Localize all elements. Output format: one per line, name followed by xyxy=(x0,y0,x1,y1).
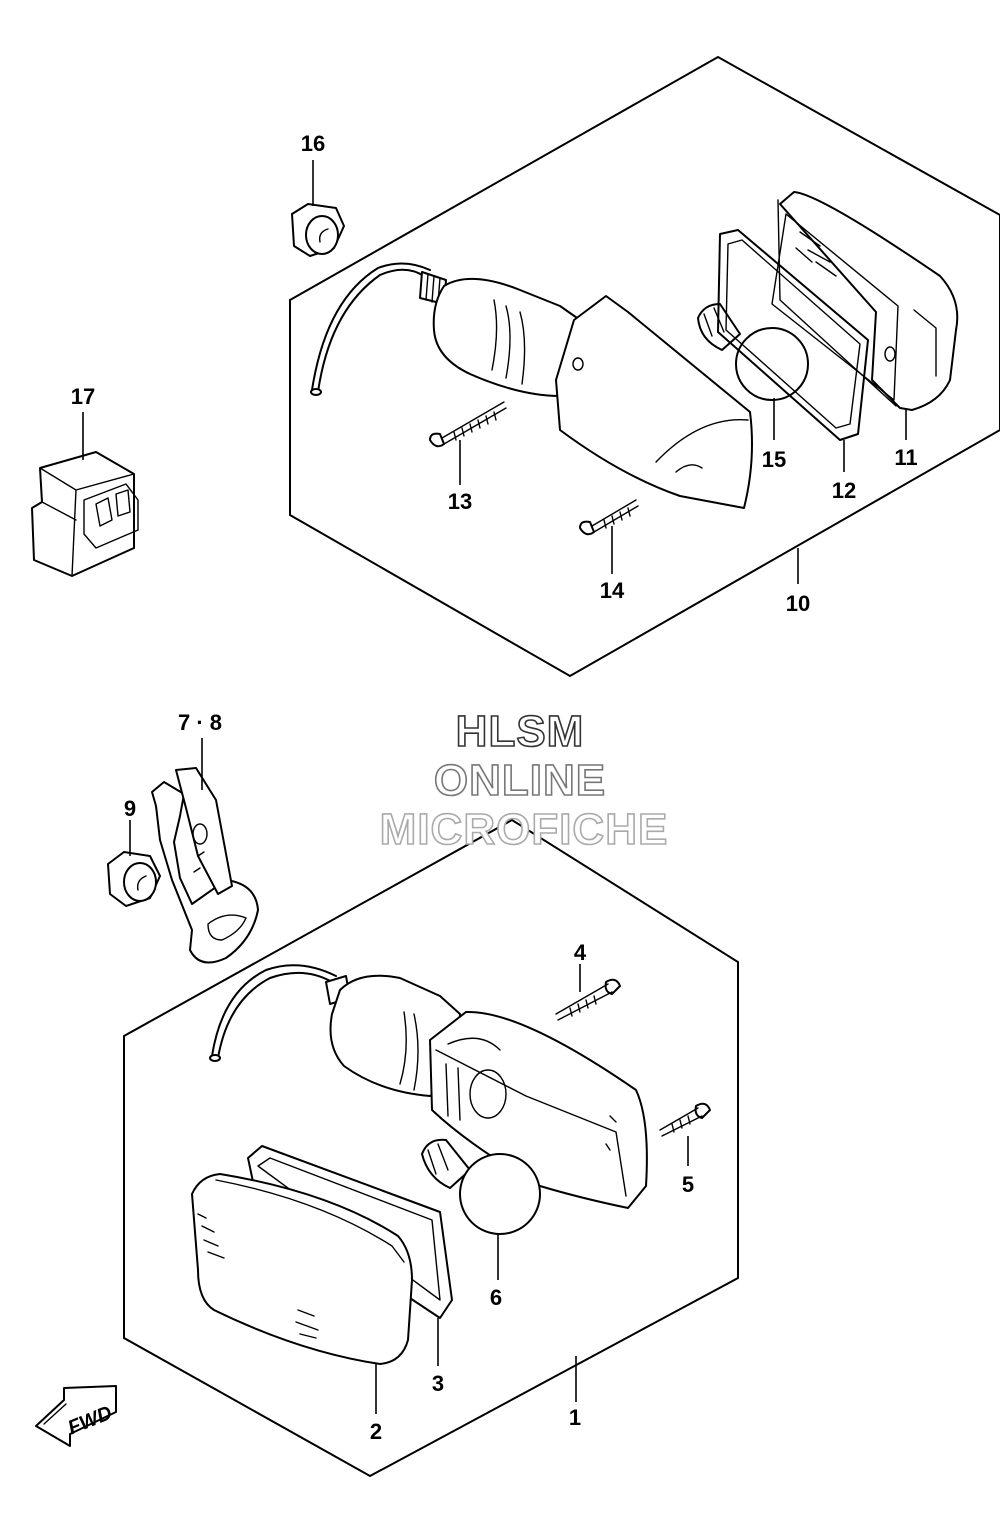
callout-2: 2 xyxy=(370,1419,382,1444)
lens-part-2 xyxy=(191,1173,413,1365)
watermark-line-1: HLSM xyxy=(456,707,585,756)
callout-16: 16 xyxy=(301,131,325,156)
screw-part-4 xyxy=(555,978,621,1021)
connector-part-17 xyxy=(31,451,139,577)
callout-3: 3 xyxy=(432,1371,444,1396)
callout-13: 13 xyxy=(448,489,472,514)
lens-part-11 xyxy=(771,191,959,411)
assembly-frame-lower xyxy=(123,818,739,1478)
turn-signal-lower-body xyxy=(209,964,648,1209)
screw-part-14 xyxy=(579,499,639,536)
bracket-part-7-8 xyxy=(151,767,259,964)
bulb-part-6 xyxy=(421,1138,541,1235)
callout-10: 10 xyxy=(786,591,810,616)
grommet-part-9 xyxy=(107,851,161,907)
callout-1: 1 xyxy=(569,1405,581,1430)
grommet-part-16 xyxy=(291,203,345,257)
callout-5: 5 xyxy=(682,1172,694,1197)
leader-lines xyxy=(82,160,907,1414)
callout-7-8: 7 · 8 xyxy=(178,710,222,735)
assembly-frame-upper xyxy=(289,55,1000,678)
watermark-line-3: MICROFICHE xyxy=(380,805,669,854)
gasket-part-12 xyxy=(717,229,869,441)
callout-6: 6 xyxy=(490,1285,502,1310)
callout-11: 11 xyxy=(894,445,917,470)
callout-17: 17 xyxy=(71,384,95,409)
watermark-line-2: ONLINE xyxy=(434,756,606,805)
turn-signal-upper-body xyxy=(310,262,753,509)
screw-part-5 xyxy=(659,1102,711,1137)
callout-4: 4 xyxy=(574,940,587,965)
callout-15: 15 xyxy=(762,447,786,472)
screw-part-13 xyxy=(429,401,507,448)
callout-12: 12 xyxy=(832,478,856,503)
callout-9: 9 xyxy=(124,796,136,821)
fwd-arrow-icon: FWD xyxy=(35,1385,117,1447)
callout-14: 14 xyxy=(600,578,625,603)
